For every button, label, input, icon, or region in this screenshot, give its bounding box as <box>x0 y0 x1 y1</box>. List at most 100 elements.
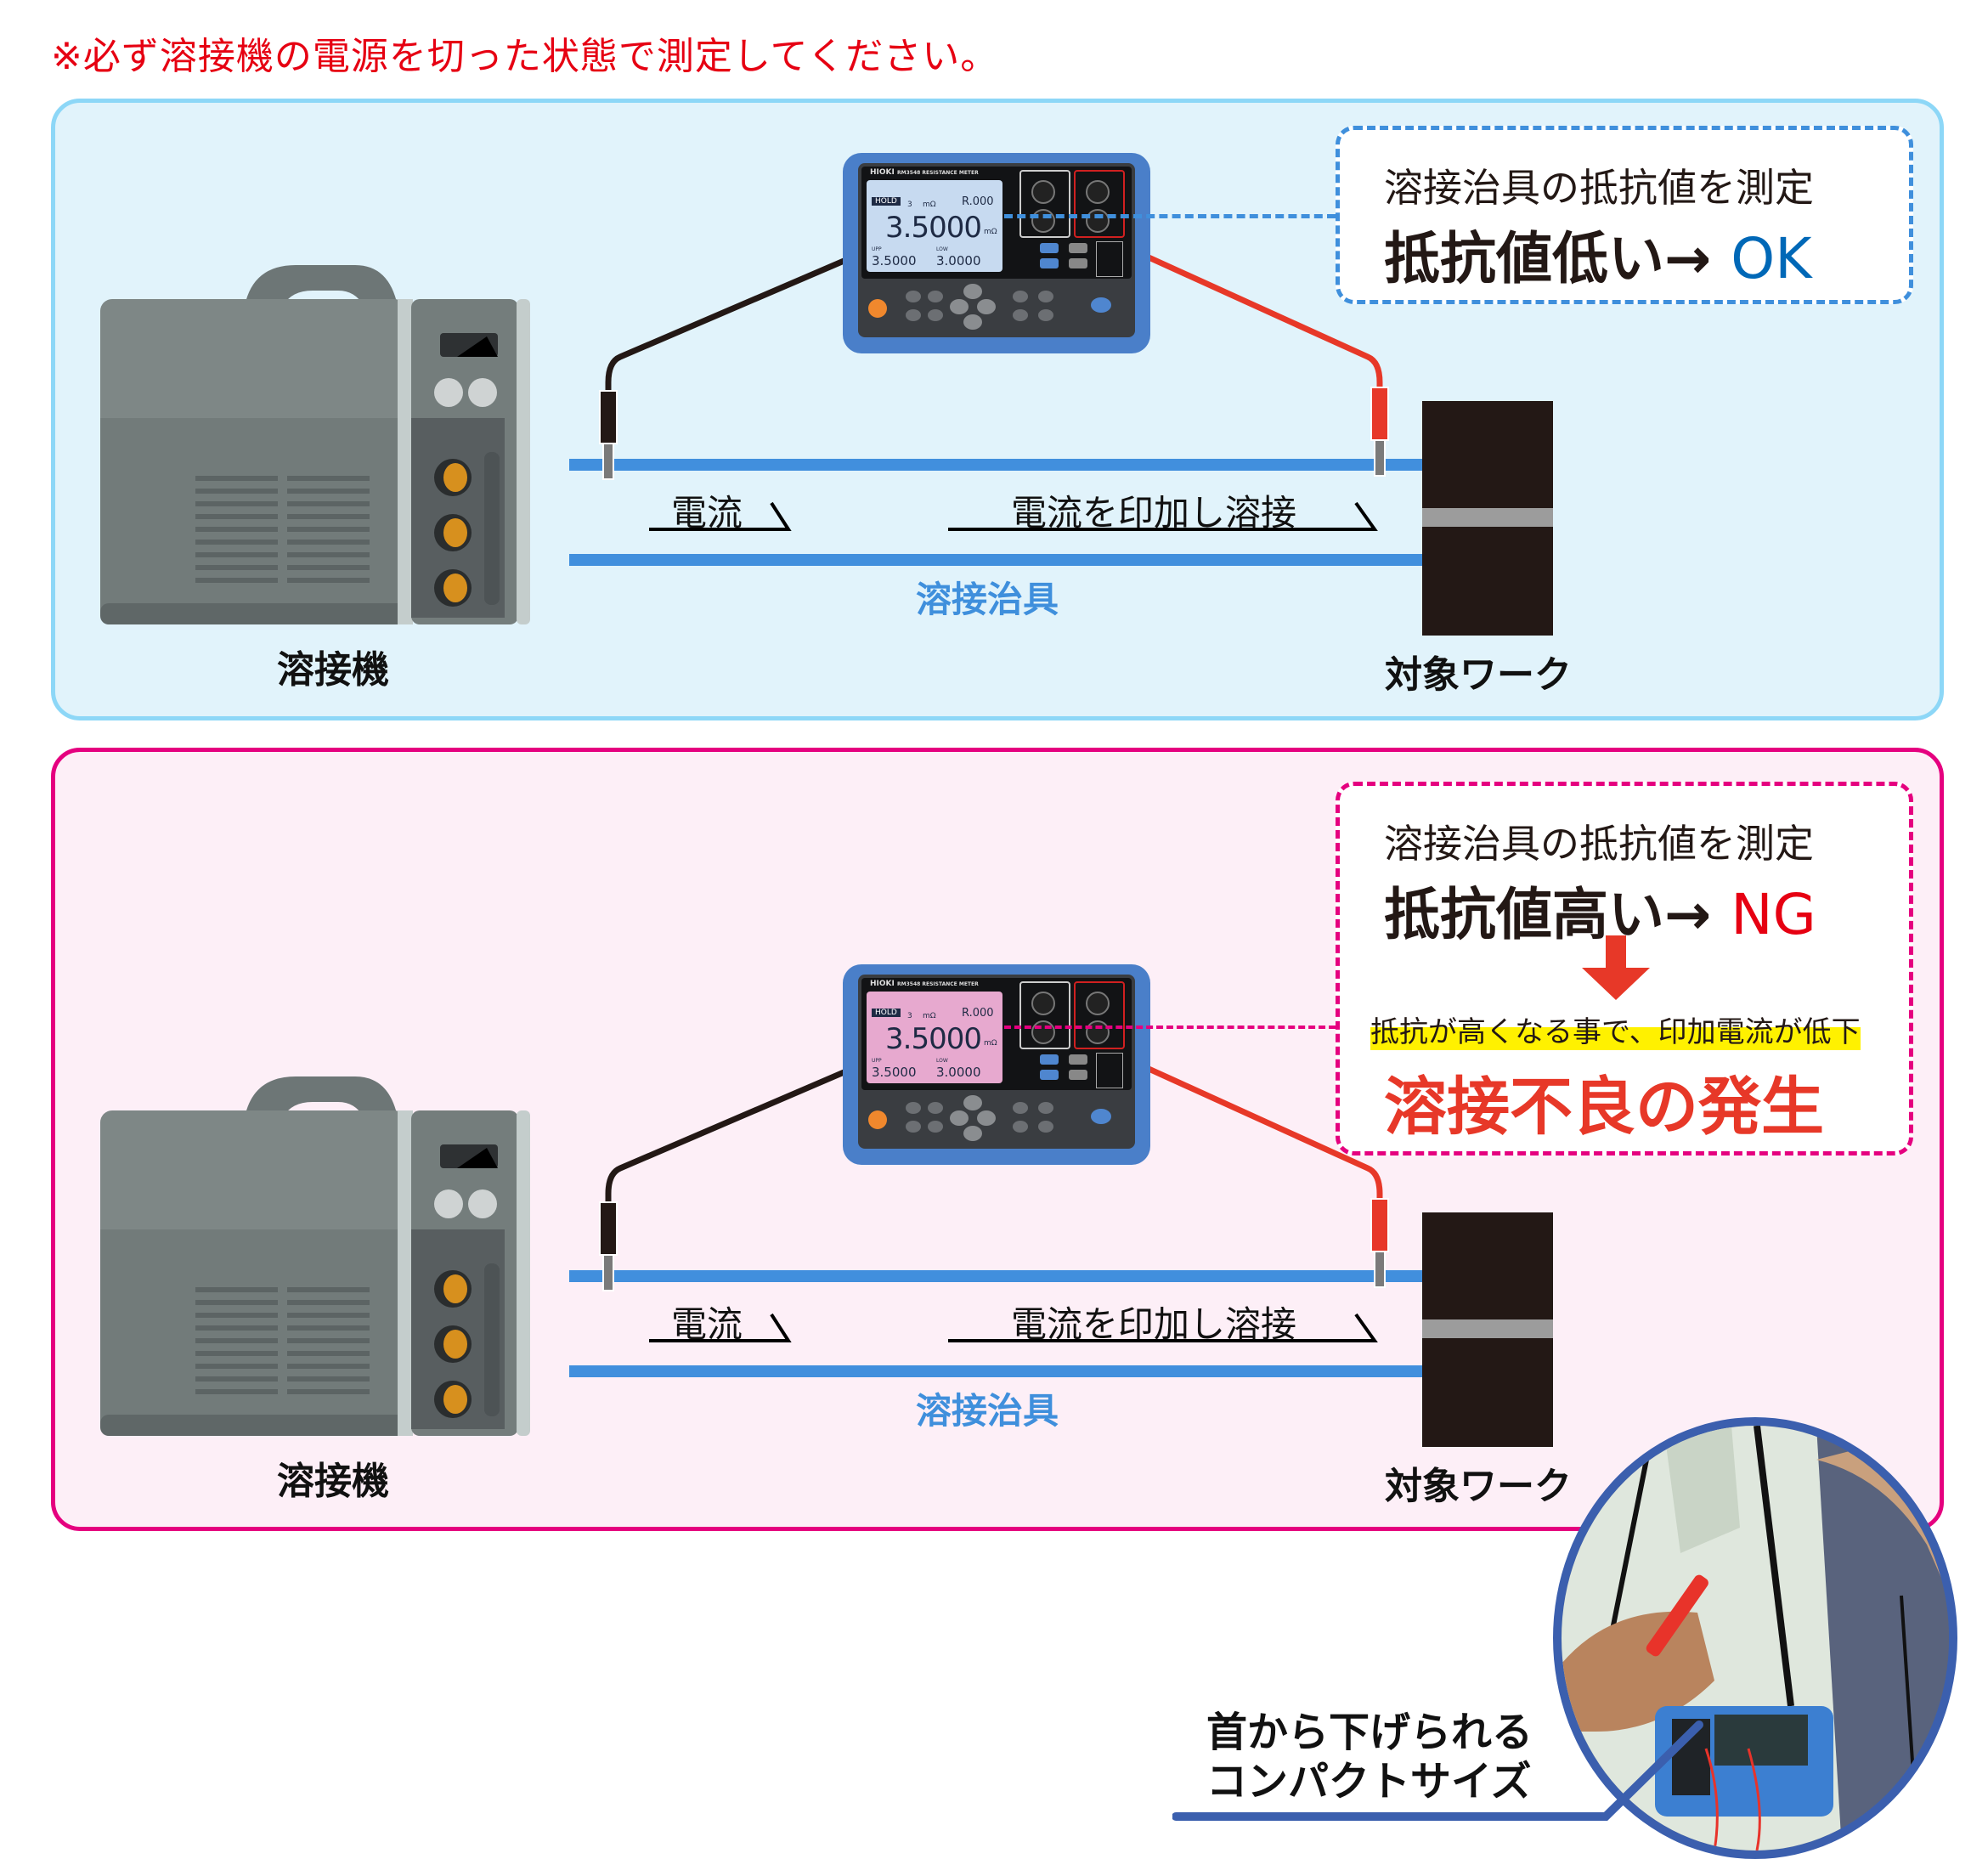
ng-scenario-diagram: 溶接機 電流 電流を印加し溶接 溶接治具 対象ワーク HIOKI RM3548 … <box>0 811 1988 1542</box>
panel-key[interactable] <box>906 1102 921 1114</box>
apply-current-label: 電流を印加し溶接 <box>1011 492 1297 534</box>
range-value: 3 <box>907 1012 912 1020</box>
main-unit: mΩ <box>984 228 997 236</box>
panel-key[interactable] <box>1013 291 1028 302</box>
ok-callout-connector <box>1004 214 1336 218</box>
black-probe <box>599 390 618 444</box>
terminal-jack[interactable] <box>1086 1020 1110 1044</box>
verdict-ng: NG <box>1731 882 1816 947</box>
range-unit: mΩ <box>923 201 936 209</box>
caption-line-1: 首から下げられる <box>1206 1709 1533 1756</box>
power-button[interactable] <box>868 1110 887 1129</box>
meter-brand: HIOKI <box>870 980 895 988</box>
meter-model: RM3548 RESISTANCE METER <box>897 981 979 987</box>
ng-result-callout: 溶接治具の抵抗値を測定 抵抗値高い→ NG 抵抗が高くなる事で、印加電流が低下 … <box>1336 782 1913 1156</box>
jig-label: 溶接治具 <box>916 579 1059 620</box>
welding-machine <box>100 1076 530 1436</box>
arrow-key[interactable] <box>963 314 982 330</box>
0adj-button[interactable] <box>1069 258 1087 268</box>
read-button[interactable] <box>1040 243 1059 253</box>
callout-verdict: 抵抗値低い→ OK <box>1384 213 1812 295</box>
source-sense-terminals-black <box>1019 981 1070 1049</box>
apply-current-arrow-icon <box>948 501 1378 531</box>
welding-machine <box>100 265 530 624</box>
verdict-prefix: 抵抗値高い→ <box>1384 882 1731 947</box>
meter-brand: HIOKI <box>870 168 895 177</box>
meter-model: RM3548 RESISTANCE METER <box>897 170 979 176</box>
meter-lcd: HOLD 3 mΩ R.000 3.5000 mΩ UPP 3.5000 LOW… <box>867 180 1002 272</box>
terminal-jack[interactable] <box>1086 180 1110 204</box>
auto-button[interactable] <box>1069 1054 1087 1065</box>
main-reading: 3.5000 <box>885 211 982 245</box>
panel-key[interactable] <box>928 1121 943 1133</box>
panel-key[interactable] <box>906 309 921 321</box>
power-button[interactable] <box>868 299 887 318</box>
lower-limit-label: LOW <box>936 1058 948 1064</box>
memory-button[interactable] <box>1091 1109 1111 1124</box>
panel-key[interactable] <box>928 309 943 321</box>
arrow-key[interactable] <box>963 1095 982 1110</box>
arrow-key[interactable] <box>977 299 996 314</box>
red-lead <box>1145 253 1383 399</box>
range-buttons[interactable] <box>1096 241 1123 277</box>
arrow-key[interactable] <box>963 1126 982 1141</box>
source-sense-terminals-black <box>1019 170 1070 238</box>
black-probe <box>599 1201 618 1256</box>
jig-lower-bar <box>569 1365 1427 1377</box>
range-unit: mΩ <box>923 1012 936 1020</box>
black-lead <box>605 1065 856 1211</box>
range-buttons[interactable] <box>1096 1053 1123 1088</box>
range-value: 3 <box>907 201 912 209</box>
red-lead <box>1145 1065 1383 1211</box>
workpiece-label: 対象ワーク <box>1385 653 1572 697</box>
arrow-key[interactable] <box>950 299 969 314</box>
panel-key[interactable] <box>1013 309 1028 321</box>
panel-key[interactable] <box>1038 291 1053 302</box>
panel-key[interactable] <box>906 291 921 302</box>
current-label: 電流 <box>671 492 743 534</box>
terminal-jack[interactable] <box>1031 992 1055 1015</box>
auto-button[interactable] <box>1069 243 1087 253</box>
panel-key[interactable] <box>1038 1121 1053 1133</box>
terminal-jack[interactable] <box>1086 209 1110 233</box>
red-probe <box>1370 387 1389 441</box>
terminal-jack[interactable] <box>1031 209 1055 233</box>
terminal-jack[interactable] <box>1086 992 1110 1015</box>
upper-limit-label: UPP <box>872 1058 882 1064</box>
black-lead <box>605 253 856 399</box>
weld-seam <box>1422 508 1553 527</box>
terminal-jack[interactable] <box>1031 1020 1055 1044</box>
panel-key[interactable] <box>928 291 943 302</box>
panel-key[interactable] <box>1038 1102 1053 1114</box>
mode-button[interactable] <box>1040 1070 1059 1080</box>
arrow-key[interactable] <box>950 1110 969 1126</box>
callout-measure-text: 溶接治具の抵抗値を測定 <box>1384 821 1814 867</box>
callout-measure-text: 溶接治具の抵抗値を測定 <box>1384 165 1814 211</box>
caption-line-2: コンパクトサイズ <box>1206 1758 1532 1805</box>
arrow-key[interactable] <box>963 284 982 299</box>
memory-button[interactable] <box>1091 297 1111 313</box>
caption-leader-line <box>1172 1721 1703 1821</box>
0adj-button[interactable] <box>1069 1070 1087 1080</box>
target-workpiece <box>1422 401 1553 636</box>
red-probe <box>1370 1198 1389 1252</box>
terminal-jack[interactable] <box>1031 180 1055 204</box>
welder-label: 溶接機 <box>277 648 389 692</box>
target-workpiece <box>1422 1212 1553 1447</box>
arrow-key[interactable] <box>977 1110 996 1126</box>
ok-result-callout: 溶接治具の抵抗値を測定 抵抗値低い→ OK <box>1336 126 1913 304</box>
panel-key[interactable] <box>928 1102 943 1114</box>
meter-lcd: HOLD 3 mΩ R.000 3.5000 mΩ UPP 3.5000 LOW… <box>867 992 1002 1083</box>
photo-caption: 首から下げられる コンパクトサイズ <box>1206 1708 1533 1806</box>
panel-key[interactable] <box>1013 1102 1028 1114</box>
panel-key[interactable] <box>906 1121 921 1133</box>
read-button[interactable] <box>1040 1054 1059 1065</box>
mode-button[interactable] <box>1040 258 1059 268</box>
ok-scenario-diagram: 溶接機 電流 電流を印加し溶接 溶接治具 対象ワーク HIOKI RM3548 … <box>0 0 1988 731</box>
memory-number: R.000 <box>962 1007 994 1020</box>
test-leads <box>599 1065 1389 1291</box>
panel-key[interactable] <box>1013 1121 1028 1133</box>
welding-jig <box>569 459 1427 566</box>
neck-strap-photo <box>1553 1417 1957 1859</box>
panel-key[interactable] <box>1038 309 1053 321</box>
